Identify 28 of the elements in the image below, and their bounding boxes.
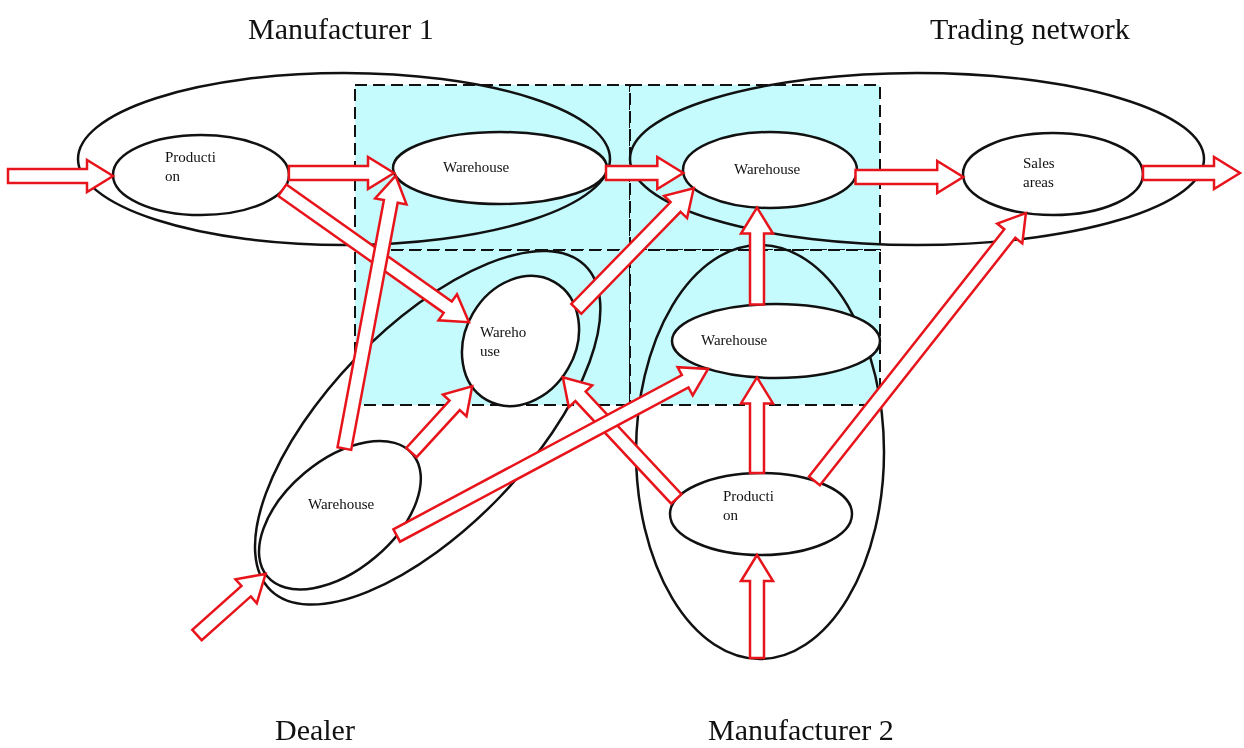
block-arrow bbox=[1141, 154, 1243, 192]
block-arrow bbox=[276, 182, 471, 324]
block-arrow bbox=[391, 365, 711, 544]
node-label: Producti on bbox=[723, 487, 775, 525]
group-title: Trading network bbox=[930, 12, 1130, 46]
group-title: Manufacturer 2 bbox=[708, 713, 894, 747]
node-label: Sales areas bbox=[1023, 154, 1056, 192]
block-arrow bbox=[287, 154, 397, 192]
node-label: Warehouse bbox=[701, 331, 768, 350]
block-arrow bbox=[854, 158, 966, 196]
node-label: Producti on bbox=[165, 148, 217, 186]
block-arrow bbox=[807, 211, 1028, 487]
node-label: Warehouse bbox=[307, 495, 375, 514]
block-arrow bbox=[190, 572, 268, 642]
block-arrow bbox=[604, 154, 686, 192]
block-arrow bbox=[738, 205, 776, 306]
block-arrow bbox=[6, 157, 116, 195]
node-label: Wareho use bbox=[479, 322, 528, 361]
block-arrow bbox=[738, 552, 776, 660]
block-arrow bbox=[404, 384, 474, 459]
block-arrow bbox=[738, 375, 776, 475]
block-arrow bbox=[561, 375, 684, 506]
block-arrow bbox=[336, 173, 409, 452]
block-arrow bbox=[569, 186, 696, 316]
group-title: Dealer bbox=[275, 713, 355, 747]
node-label: Warehouse bbox=[734, 160, 801, 179]
node-label: Warehouse bbox=[443, 158, 510, 177]
group-title: Manufacturer 1 bbox=[248, 12, 434, 46]
